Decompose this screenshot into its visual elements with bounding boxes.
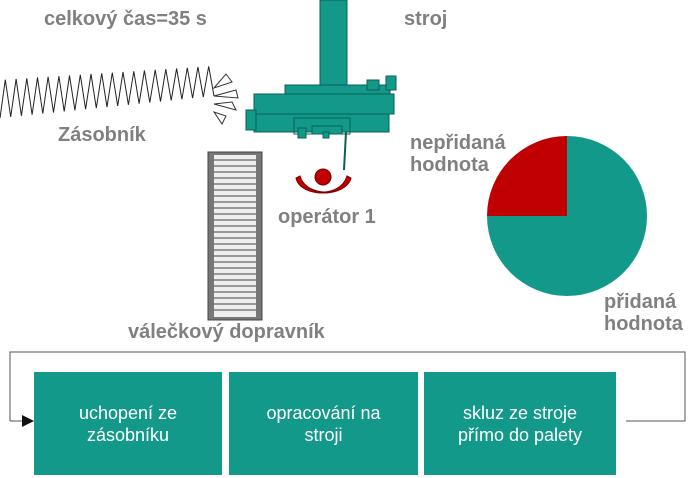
machine-spindle [343, 131, 347, 171]
total-time-title: celkový čas=35 s [44, 8, 207, 30]
magazine-label: Zásobník [58, 124, 146, 146]
operator-icon [295, 168, 352, 194]
magazine-end-leaves [212, 73, 239, 125]
machine-label: stroj [404, 8, 448, 30]
value-added-label: přidaná hodnota [604, 291, 683, 335]
step-chute-to-pallet: skluz ze stroje přímo do palety [424, 372, 616, 475]
flow-loop-line [9, 351, 686, 422]
step-grab-from-magazine: uchopení ze zásobníku [34, 372, 222, 475]
value-pie-chart [487, 136, 647, 296]
machine-icon [245, 0, 397, 139]
roller-conveyor [207, 151, 263, 321]
non-value-added-label: nepřidaná hodnota [410, 132, 506, 176]
flow-arrow-head-icon [22, 415, 34, 427]
pie-slice-non-value-added [487, 136, 567, 216]
conveyor-label: válečkový dopravník [128, 321, 325, 343]
step-machining: opracování na stroji [229, 372, 418, 475]
magazine-spring [0, 66, 215, 119]
operator-label: operátor 1 [278, 206, 376, 228]
